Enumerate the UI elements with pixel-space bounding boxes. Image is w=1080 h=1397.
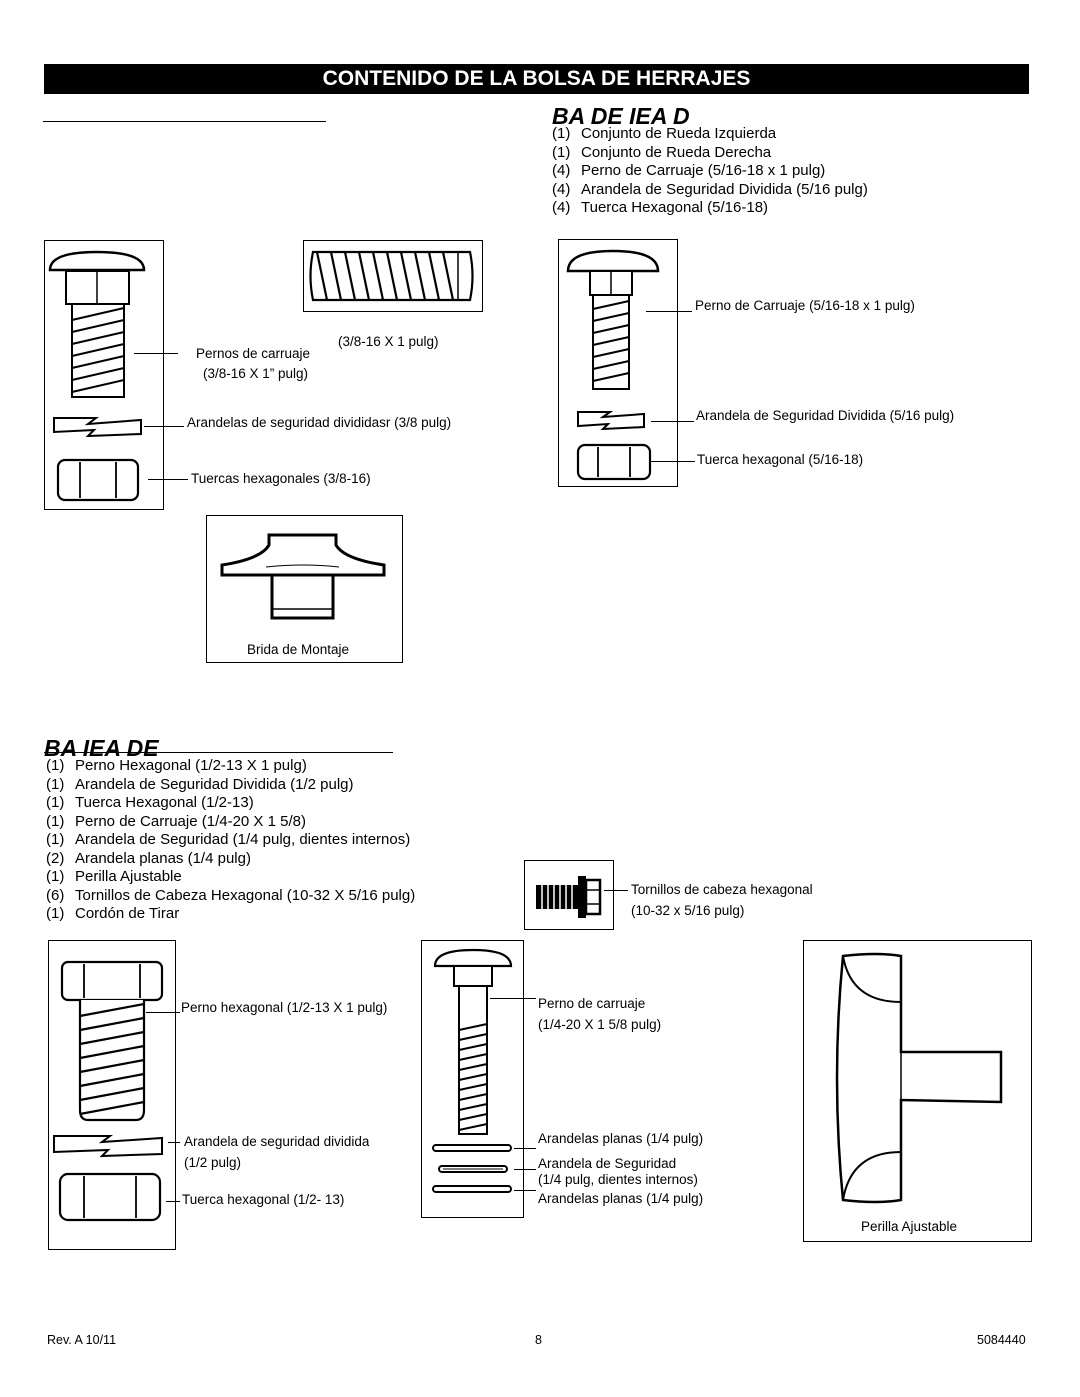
label-lock-washers-38: Arandelas de seguridad divididasr (3/8 p… (187, 415, 452, 430)
handle-parts-list: (1)Perno Hexagonal (1/2-13 X 1 pulg) (1)… (46, 757, 415, 924)
label-carriage-bolt-14-size: (1/4-20 X 1 5/8 pulg) (538, 1017, 662, 1032)
leader-line (651, 421, 694, 422)
label-hex-screws-size: (10-32 x 5/16 pulg) (631, 903, 745, 918)
list-item: (1)Arandela de Seguridad Dividida (1/2 p… (46, 775, 354, 793)
label-lock-washer-14: Arandela de Seguridad (538, 1156, 677, 1171)
leader-line (166, 1201, 180, 1202)
label-flat-washers-top: Arandelas planas (1/4 pulg) (538, 1131, 704, 1146)
leader-line (514, 1169, 536, 1170)
list-item: (2)Arandela planas (1/4 pulg) (46, 849, 251, 867)
leader-line (146, 1012, 180, 1013)
leader-line (604, 890, 628, 891)
mounting-flange-drawing (220, 533, 386, 620)
list-item: (1)Perilla Ajustable (46, 868, 182, 885)
list-item: (1)Arandela de Seguridad (1/4 pulg, dien… (46, 831, 411, 848)
list-item: (1)Conjunto de Rueda Izquierda (552, 125, 777, 142)
page-banner: CONTENIDO DE LA BOLSA DE HERRAJES (44, 64, 1029, 94)
list-item: (4)Arandela de Seguridad Dividida (5/16 … (552, 180, 868, 198)
label-threaded-rod: (3/8-16 X 1 pulg) (338, 334, 439, 349)
leader-line (514, 1190, 536, 1191)
label-hex-nut-12: Tuerca hexagonal (1/2- 13) (182, 1192, 345, 1207)
hex-head-screw-drawing (536, 876, 602, 918)
list-item: (1)Cordón de Tirar (46, 905, 180, 922)
label-hex-nuts-38: Tuercas hexagonales (3/8-16) (191, 471, 371, 486)
list-item: (1)Perno Hexagonal (1/2-13 X 1 pulg) (46, 757, 307, 774)
label-carriage-bolts-38: Pernos de carruaje (196, 346, 311, 361)
list-item: (4)Tuerca Hexagonal (5/16-18) (552, 199, 769, 216)
label-flat-washers-bottom: Arandelas planas (1/4 pulg) (538, 1191, 704, 1206)
label-carriage-bolts-38-size: (3/8-16 X 1” pulg) (203, 366, 309, 381)
label-hex-screws: Tornillos de cabeza hexagonal (631, 882, 813, 897)
carriage-bolt-516-drawing (566, 249, 660, 481)
list-item: (6)Tornillos de Cabeza Hexagonal (10-32 … (46, 886, 416, 904)
footer-page-number: 8 (535, 1333, 542, 1347)
carriage-bolt-38-drawing (48, 250, 146, 502)
wheel-parts-list: (1)Conjunto de Rueda Izquierda (1)Conjun… (552, 125, 868, 218)
handle-section-heading: BA IEA DE (44, 735, 159, 761)
footer-revision: Rev. A 10/11 (47, 1333, 117, 1347)
hex-bolt-12-drawing (53, 960, 164, 1222)
list-item: (1)Perno de Carruaje (1/4-20 X 1 5/8) (46, 812, 306, 830)
label-lock-washer-12-size: (1/2 pulg) (184, 1155, 242, 1170)
label-carriage-bolt-516: Perno de Carruaje (5/16-18 x 1 pulg) (695, 298, 915, 313)
leader-line (514, 1148, 536, 1149)
handle-heading-rule (44, 752, 393, 753)
list-item: (1)Tuerca Hexagonal (1/2-13) (46, 794, 254, 811)
footer-part-number: 5084440 (977, 1333, 1026, 1347)
carriage-bolt-14-drawing (432, 948, 513, 1193)
label-lock-washer-12: Arandela de seguridad dividida (184, 1134, 370, 1149)
threaded-rod-drawing (309, 250, 474, 302)
label-hex-bolt-12: Perno hexagonal (1/2-13 X 1 pulg) (181, 1000, 388, 1015)
leader-line (134, 353, 178, 354)
label-adjustable-knob: Perilla Ajustable (861, 1219, 958, 1234)
leader-line (651, 461, 695, 462)
leader-line (646, 311, 692, 312)
blank-heading-rule (43, 121, 326, 122)
list-item: (4)Perno de Carruaje (5/16-18 x 1 pulg) (552, 162, 826, 179)
wheel-section-heading: BA DE IEA D (552, 103, 690, 129)
list-item: (1)Conjunto de Rueda Derecha (552, 143, 772, 161)
leader-line (490, 998, 536, 999)
leader-line (144, 426, 184, 427)
label-lock-washer-14-size: (1/4 pulg, dientes internos) (538, 1172, 698, 1187)
label-hex-nut-516: Tuerca hexagonal (5/16-18) (697, 452, 864, 467)
label-carriage-bolt-14: Perno de carruaje (538, 996, 646, 1011)
adjustable-knob-drawing (835, 952, 1003, 1204)
leader-line (168, 1142, 180, 1143)
label-mounting-flange: Brida de Montaje (247, 642, 350, 657)
leader-line (148, 479, 188, 480)
label-lock-washer-516: Arandela de Seguridad Dividida (5/16 pul… (696, 408, 955, 423)
